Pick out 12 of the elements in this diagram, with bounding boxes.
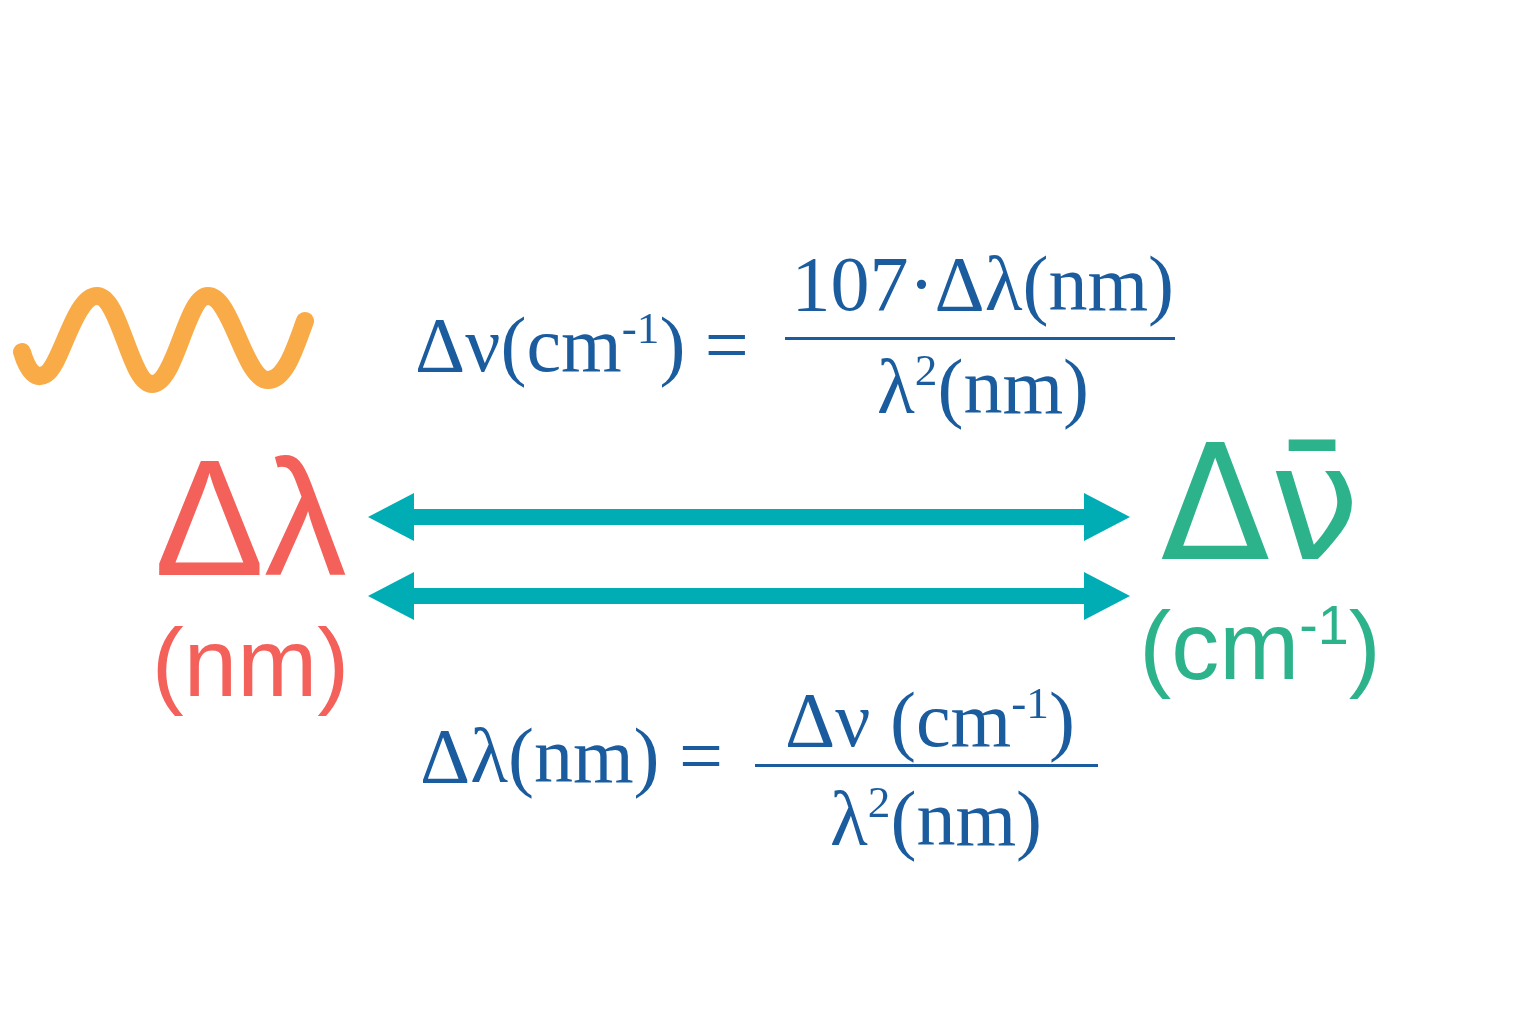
formula-numerator: 107·Δλ(nm) (791, 241, 1175, 327)
formula-denominator: λ$^{2}$(nm) (877, 344, 1090, 430)
formula-numerator: Δν (cm$^{-1}$) (785, 677, 1075, 763)
double-headed-arrow (368, 493, 1130, 541)
formula-denominator: λ$^{2}$(nm) (830, 776, 1043, 862)
quantity-symbol: Δλ (154, 436, 347, 601)
unit-label: (nm) (151, 608, 350, 718)
quantity-symbol: Δν̄ (1160, 424, 1360, 584)
unit-label: (cm$^{-1}$) (1139, 591, 1381, 701)
double-headed-arrow (368, 572, 1130, 620)
formula-left-side: Δλ(nm) = (420, 713, 724, 799)
formula-left-side: Δν(cm$^{-1}$) = (415, 302, 749, 388)
